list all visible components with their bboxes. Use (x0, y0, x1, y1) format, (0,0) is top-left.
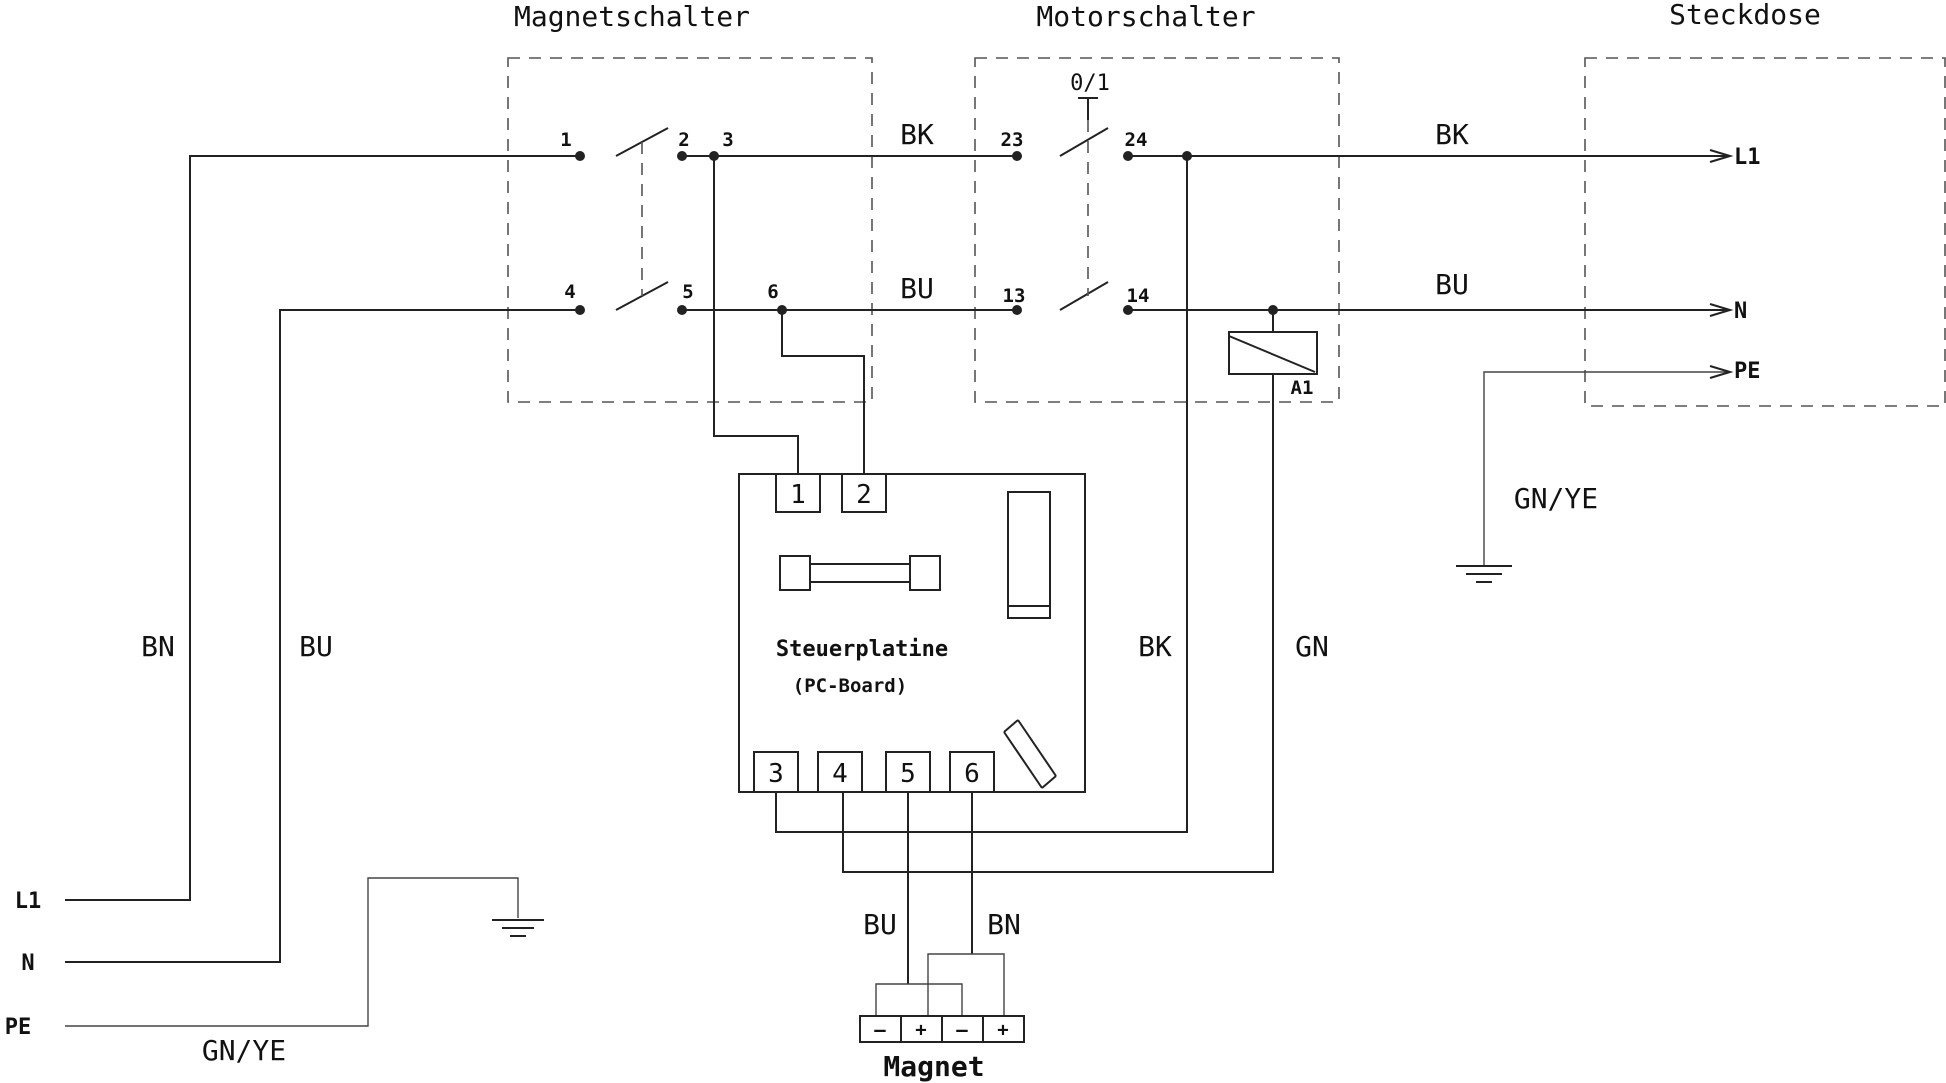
terminal-2-label: 2 (678, 129, 689, 151)
terminal-23-node (1012, 151, 1022, 161)
wire-color-bu-magnet: BU (863, 908, 897, 941)
magnet-cell-3: – (956, 1019, 968, 1041)
input-l1-label: L1 (15, 889, 42, 914)
terminal-5-label: 5 (682, 281, 693, 303)
terminal-24-label: 24 (1125, 129, 1148, 151)
steckdose-title: Steckdose (1669, 0, 1821, 31)
terminal-13-label: 13 (1003, 285, 1026, 307)
board-subtitle: (PC-Board) (793, 675, 907, 697)
n-output-arrow (1709, 303, 1734, 317)
terminal-23-label: 23 (1001, 129, 1024, 151)
l1-input-wire (65, 155, 580, 901)
motorschalter-box (974, 57, 1340, 403)
terminal-14-node (1123, 305, 1133, 315)
pe-output-arrow (1709, 365, 1734, 379)
bk-vertical-wire (775, 156, 1188, 833)
board-fuse-right-cap (909, 555, 941, 591)
pe-input-wire (65, 877, 519, 1027)
board-pin-1 (775, 473, 821, 513)
board-pin-6-label: 6 (964, 759, 980, 789)
terminal-14-label: 14 (1127, 285, 1150, 307)
wire-color-bk-top-left: BK (900, 118, 934, 151)
board-pin-5 (885, 751, 931, 793)
motor-switch-top-blade (1059, 127, 1109, 157)
board-pin-3 (753, 751, 799, 793)
output-l1-label: L1 (1734, 145, 1761, 170)
board-fuse-body (809, 563, 911, 583)
relay-a1-diagonal (1228, 335, 1316, 373)
l1-output-arrow (1709, 149, 1734, 163)
input-pe-label: PE (5, 1015, 32, 1040)
terminal-13-node (1012, 305, 1022, 315)
wire-terminal3-to-pin1 (713, 156, 799, 474)
board-pin-1-label: 1 (790, 480, 806, 510)
steckdose-box (1584, 57, 1946, 407)
terminal-4-label: 4 (564, 281, 575, 303)
terminal-1-node (575, 151, 585, 161)
magnet-bridge-right (927, 953, 1005, 1018)
wire-color-bu-mid-right: BU (1435, 268, 1469, 301)
board-pin-2 (841, 473, 887, 513)
magnetschalter-box (507, 57, 873, 403)
wire-terminal6-to-pin2 (781, 310, 865, 474)
magnet-bridge-left (875, 983, 963, 1018)
pe-output-wire (1483, 371, 1728, 566)
magnet-cell-1: – (874, 1019, 886, 1041)
terminal-2-node (677, 151, 687, 161)
magnetschalter-title: Magnetschalter (514, 0, 750, 33)
relay-a1-label: A1 (1291, 377, 1314, 399)
wire-color-bn-left: BN (141, 630, 175, 663)
board-pin-4 (817, 751, 863, 793)
output-n-label: N (1734, 299, 1747, 324)
board-pin-6 (949, 751, 995, 793)
board-name: Steuerplatine (776, 637, 948, 662)
board-pin-4-label: 4 (832, 759, 848, 789)
board-pin-2-label: 2 (856, 480, 872, 510)
switch-label: 0/1 (1070, 71, 1110, 96)
board-diagonal-part-c (1003, 719, 1019, 733)
wire-color-bk-top-right: BK (1435, 118, 1469, 151)
board-component (1007, 491, 1051, 619)
terminal-6-label: 6 (767, 281, 778, 303)
terminal-3-label: 3 (722, 129, 733, 151)
n-input-wire (65, 309, 580, 963)
motor-switch-mid-blade (1059, 281, 1109, 311)
wire-color-bu-left: BU (299, 630, 333, 663)
magnet-title: Magnet (883, 1050, 984, 1083)
board-diagonal-part-a (1017, 719, 1057, 777)
board-fuse-left-cap (779, 555, 811, 591)
wire-color-gnye-input: GN/YE (202, 1034, 286, 1067)
board-pin-3-label: 3 (768, 759, 784, 789)
motorschalter-title: Motorschalter (1036, 0, 1255, 33)
magnet-cell-4: + (997, 1019, 1008, 1041)
terminal-5-node (677, 305, 687, 315)
wire-color-gnye-socket: GN/YE (1514, 482, 1598, 515)
board-pin-5-label: 5 (900, 759, 916, 789)
terminal-1-label: 1 (560, 129, 571, 151)
wire-color-bn-magnet: BN (987, 908, 1021, 941)
wire-color-bu-mid-left: BU (900, 272, 934, 305)
board-diagonal-part-d (1041, 775, 1057, 789)
terminal-24-node (1123, 151, 1133, 161)
wire-color-bk-vertical: BK (1138, 630, 1172, 663)
magnet-cell-2: + (915, 1019, 926, 1041)
terminal-4-node (575, 305, 585, 315)
output-pe-label: PE (1734, 359, 1761, 384)
wire-color-gn-vertical: GN (1295, 630, 1329, 663)
input-n-label: N (21, 951, 34, 976)
board-diagonal-part-b (1003, 731, 1043, 789)
